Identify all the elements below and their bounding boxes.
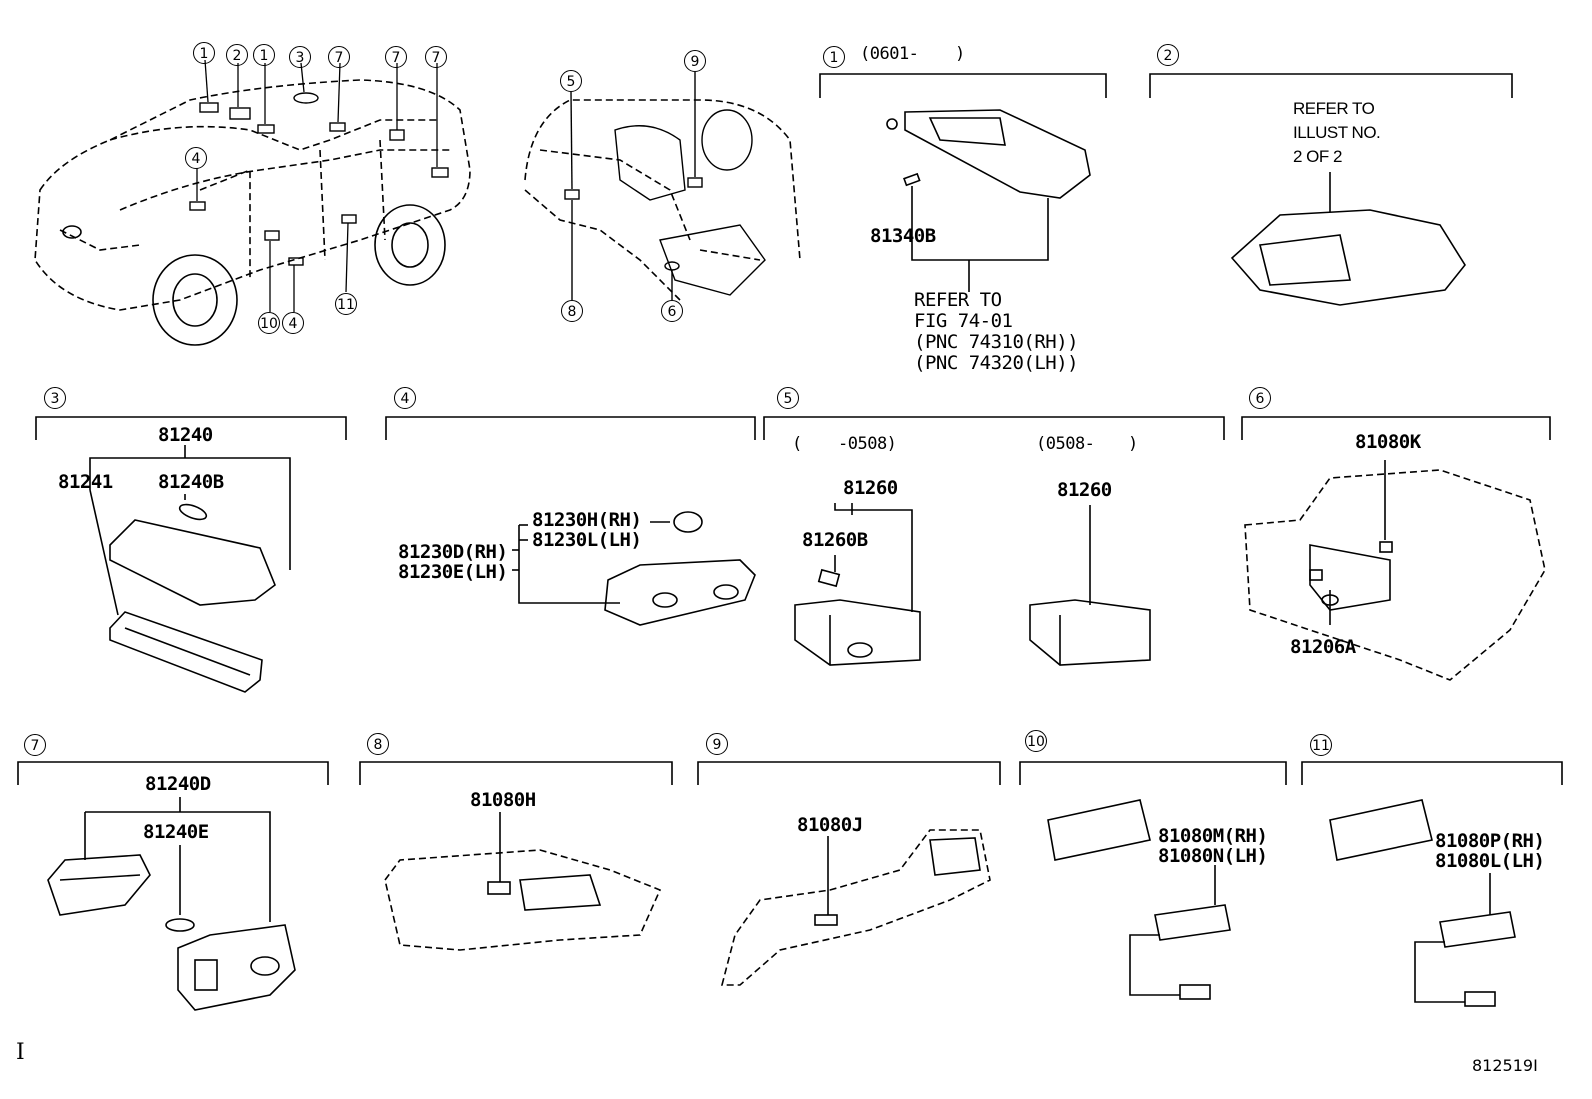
section-1-ref-line-4: (PNC 74320(LH)) xyxy=(914,352,1079,374)
part-81240E-label: 81240E xyxy=(143,821,209,843)
section-1-graphics xyxy=(819,73,1107,292)
part-81230L-label: 81230L(LH) xyxy=(532,529,642,551)
part-81080J-label: 81080J xyxy=(797,814,863,836)
marker-2: 2 xyxy=(226,44,248,66)
marker-4a: 4 xyxy=(185,147,207,169)
section-1-ref-line-1: REFER TO xyxy=(914,289,1002,311)
section-5-date-left-start: ( xyxy=(792,434,802,454)
section-2-ref-line-2: ILLUST NO. xyxy=(1293,123,1381,142)
section-1-ref-line-3: (PNC 74310(RH)) xyxy=(914,331,1079,353)
part-81080P-label: 81080P(RH) xyxy=(1435,830,1545,852)
part-81260-left-label: 81260 xyxy=(843,477,898,499)
marker-7c: 7 xyxy=(425,46,447,68)
marker-10: 10 xyxy=(258,312,280,334)
section-number-10: 10 xyxy=(1025,730,1047,752)
section-number-1: 1 xyxy=(823,46,845,68)
section-number-3: 3 xyxy=(44,387,66,409)
marker-9: 9 xyxy=(684,50,706,72)
section-2-ref-line-1: REFER TO xyxy=(1293,99,1375,118)
marker-7b: 7 xyxy=(385,46,407,68)
vehicle-wheels xyxy=(62,204,446,346)
section-5-date-left-end: -0508) xyxy=(838,434,897,454)
part-81240B-label: 81240B xyxy=(158,471,224,493)
vehicle-illustration xyxy=(34,79,471,311)
section-2-ref-line-3: 2 OF 2 xyxy=(1293,147,1342,166)
part-81230D-label: 81230D(RH) xyxy=(398,541,508,563)
part-81230E-label: 81230E(LH) xyxy=(398,561,508,583)
marker-11: 11 xyxy=(335,293,357,315)
part-81080M-label: 81080M(RH) xyxy=(1158,825,1268,847)
section-5-date-right-start: (0508- xyxy=(1036,434,1095,454)
section-6-graphics xyxy=(1241,416,1551,681)
section-7-graphics xyxy=(17,761,329,1011)
interior-illustration xyxy=(524,99,801,301)
section-1-ref-line-2: FIG 74-01 xyxy=(914,310,1013,332)
part-81080N-label: 81080N(LH) xyxy=(1158,845,1268,867)
marker-7a: 7 xyxy=(328,46,350,68)
marker-4b: 4 xyxy=(282,312,304,334)
marker-8: 8 xyxy=(561,300,583,322)
part-81241-label: 81241 xyxy=(58,471,113,493)
section-number-5: 5 xyxy=(777,387,799,409)
corner-mark: I xyxy=(16,1040,25,1065)
part-81260-right-label: 81260 xyxy=(1057,479,1112,501)
section-8-graphics xyxy=(359,761,673,951)
part-81206A-label: 81206A xyxy=(1290,636,1356,658)
vehicle-light-markers xyxy=(189,92,449,266)
section-1-date-start: (0601- xyxy=(860,44,919,64)
marker-5: 5 xyxy=(560,70,582,92)
part-81240-label: 81240 xyxy=(158,424,213,446)
section-number-7: 7 xyxy=(24,734,46,756)
part-81230H-label: 81230H(RH) xyxy=(532,509,642,531)
part-81080H-label: 81080H xyxy=(470,789,536,811)
interior-solid xyxy=(564,72,766,300)
section-10-graphics xyxy=(1019,761,1287,1000)
section-number-8: 8 xyxy=(367,733,389,755)
part-81260B-label: 81260B xyxy=(802,529,868,551)
section-number-4: 4 xyxy=(394,387,416,409)
section-1-date-end: ) xyxy=(955,44,965,64)
marker-6: 6 xyxy=(661,300,683,322)
part-81080K-label: 81080K xyxy=(1355,431,1421,453)
section-number-2: 2 xyxy=(1157,44,1179,66)
section-3-graphics xyxy=(35,416,347,693)
section-4-graphics xyxy=(385,416,756,626)
marker-3: 3 xyxy=(289,46,311,68)
section-9-graphics xyxy=(697,761,1001,986)
part-81240D-label: 81240D xyxy=(145,773,211,795)
part-81340B-label: 81340B xyxy=(870,225,936,247)
section-number-6: 6 xyxy=(1249,387,1271,409)
section-5-graphics xyxy=(763,416,1225,666)
section-11-graphics xyxy=(1301,761,1563,1007)
marker-1b: 1 xyxy=(253,44,275,66)
marker-1a: 1 xyxy=(193,42,215,64)
section-number-9: 9 xyxy=(706,733,728,755)
section-5-date-right-end: ) xyxy=(1128,434,1138,454)
section-2-graphics xyxy=(1149,73,1513,306)
vehicle-leader-lines xyxy=(196,59,438,312)
figure-code: 812519I xyxy=(1472,1056,1538,1075)
section-number-11: 11 xyxy=(1310,734,1332,756)
part-81080L-label: 81080L(LH) xyxy=(1435,850,1545,872)
